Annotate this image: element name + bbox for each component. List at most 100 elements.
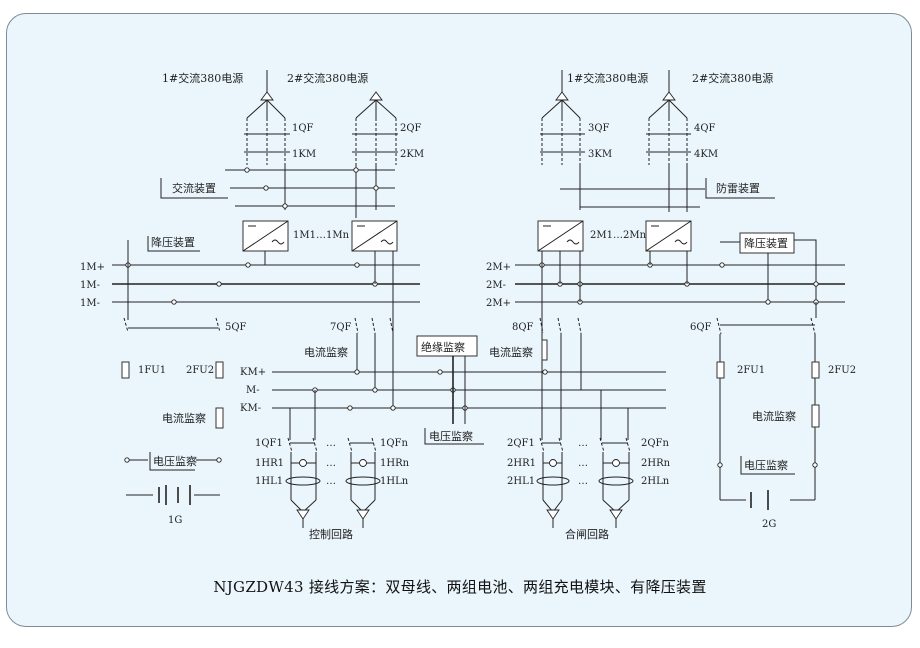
bus-label: M-: [246, 385, 260, 396]
lamp-icon: [612, 459, 620, 467]
fuse-2fu2-right: 2FU2: [811, 361, 856, 379]
diagram-frame: [6, 13, 912, 627]
ellipsis: …: [326, 458, 336, 469]
plug-icon: [369, 91, 383, 101]
breaker-label: 1QF1: [255, 438, 283, 449]
bus-label: 2M+: [486, 262, 511, 273]
right-branch-circuit: 2QF1 2QFn … 2HR1 2HRn … 2HL1 2HLn … 合闸回路: [507, 390, 671, 541]
lamp-label: 2HL1: [507, 476, 535, 487]
contactor-label: 1KM: [292, 149, 316, 160]
left-step-down-device: 降压装置: [147, 235, 200, 252]
right-switch-device: 防雷装置: [705, 178, 775, 199]
fuse-label: 2FU1: [737, 365, 765, 376]
ellipsis: …: [578, 438, 588, 449]
plug-icon: [260, 91, 274, 101]
branch-title: 合闸回路: [565, 527, 609, 541]
lamp-icon: [359, 459, 367, 467]
insulation-monitor: 绝缘监察: [416, 335, 478, 357]
current-transformer-icon: [598, 476, 634, 486]
battery-label: 1G: [168, 515, 182, 526]
fuse-label: 1FU1: [138, 365, 166, 376]
right-bus-bars: 2M+ 2M- 2M+: [486, 262, 845, 309]
device-label: 防雷装置: [716, 181, 760, 195]
diagram-caption: NJGZDW43 接线方案：双母线、两组电池、两组充电模块、有降压装置: [213, 578, 707, 596]
fuse-label: 2FU2: [186, 365, 214, 376]
bus-label: 2M-: [486, 280, 506, 291]
module-label: 2M1…2Mn: [590, 230, 647, 241]
right-charger-module-n: [645, 220, 692, 252]
current-monitor-label: 电流监察: [304, 345, 348, 359]
right-ac-source-2: 2#交流380电源 4QF 4KM: [646, 70, 773, 165]
right-step-down-device: 降压装置: [720, 232, 817, 302]
ellipsis: …: [326, 476, 336, 487]
current-transformer-icon: [536, 476, 570, 486]
device-label: 电压监察: [429, 429, 473, 443]
plug-icon: [555, 91, 569, 101]
bus-label: 1M-: [80, 298, 100, 309]
bus-label: KM+: [240, 367, 266, 378]
output-terminal-icon: [356, 509, 370, 520]
left-switch-device: 交流装置: [160, 178, 228, 199]
fuse-1fu1: 1FU1: [121, 361, 166, 379]
right-charger-module-1: [537, 220, 584, 252]
lamp-icon: [299, 459, 307, 467]
breaker-label: 4QF: [694, 123, 716, 134]
breaker-label: 1QF: [292, 123, 314, 134]
ellipsis: …: [578, 476, 588, 487]
device-label: 交流装置: [172, 181, 216, 195]
breaker-label: 2QF: [400, 123, 422, 134]
breaker-label: 8QF: [512, 322, 534, 333]
fuse-2fu1-right: 2FU1: [716, 361, 765, 379]
device-label: 电压监察: [744, 458, 788, 472]
plug-icon: [662, 91, 676, 101]
source-label: 1#交流380电源: [567, 71, 648, 85]
breaker-label: 6QF: [690, 322, 712, 333]
left-branch-circuit: 1QF1 1QFn … 1HR1 1HRn … 1HL1 1HLn … 控制回路: [255, 390, 410, 541]
center-bus-bars: KM+ M- KM-: [240, 367, 666, 414]
breaker-6qf: 6QF: [690, 317, 816, 335]
right-ac-source-1: 1#交流380电源 3QF 3KM: [540, 70, 648, 165]
device-label: 降压装置: [744, 236, 788, 250]
contactor-label: 2KM: [400, 149, 424, 160]
breaker-label: 5QF: [225, 322, 247, 333]
current-monitor-right: 电流监察: [489, 339, 548, 361]
source-label: 2#交流380电源: [287, 71, 368, 85]
lamp-label: 1HL1: [255, 476, 283, 487]
lamp-label: 2HR1: [507, 458, 536, 469]
bus-label: 1M-: [80, 280, 100, 291]
fuse-label: 2FU2: [828, 365, 856, 376]
breaker-label: 2QF1: [507, 438, 535, 449]
device-label: 绝缘监察: [421, 340, 465, 354]
ellipsis: …: [326, 438, 336, 449]
breaker-label: 3QF: [588, 123, 610, 134]
lamp-label: 1HRn: [380, 458, 410, 469]
voltage-monitor-center: 电压监察: [424, 428, 484, 445]
current-transformer-icon: [345, 476, 381, 486]
lamp-label: 1HLn: [380, 476, 409, 487]
fuse-2fu2: 2FU2: [186, 361, 224, 379]
device-label: 电压监察: [153, 454, 197, 468]
device-label: 电流监察: [162, 411, 206, 425]
battery-1g: 1G: [126, 485, 220, 526]
lamp-icon: [549, 459, 557, 467]
left-charger-module-1: [242, 220, 289, 252]
bus-label: 2M+: [486, 298, 511, 309]
lamp-label: 2HRn: [641, 458, 671, 469]
bus-label: KM-: [240, 403, 261, 414]
bus-label: 1M+: [80, 262, 105, 273]
current-monitor-left: 电流监察: [162, 407, 224, 429]
current-transformer-icon: [285, 476, 321, 486]
output-terminal-icon: [609, 509, 623, 520]
breaker-label: 1QFn: [380, 438, 408, 449]
breaker-7qf: 7QF: [330, 317, 394, 334]
left-charger-module-n: [351, 220, 398, 252]
breaker-5qf: 5QF: [123, 317, 247, 333]
current-monitor-right2: 电流监察: [752, 404, 820, 428]
voltage-monitor-left: 电压监察: [124, 452, 222, 471]
breaker-8qf: 8QF: [512, 317, 582, 334]
source-label: 2#交流380电源: [692, 71, 773, 85]
branch-title: 控制回路: [309, 527, 353, 541]
output-terminal-icon: [296, 509, 310, 520]
lamp-label: 2HLn: [641, 476, 670, 487]
